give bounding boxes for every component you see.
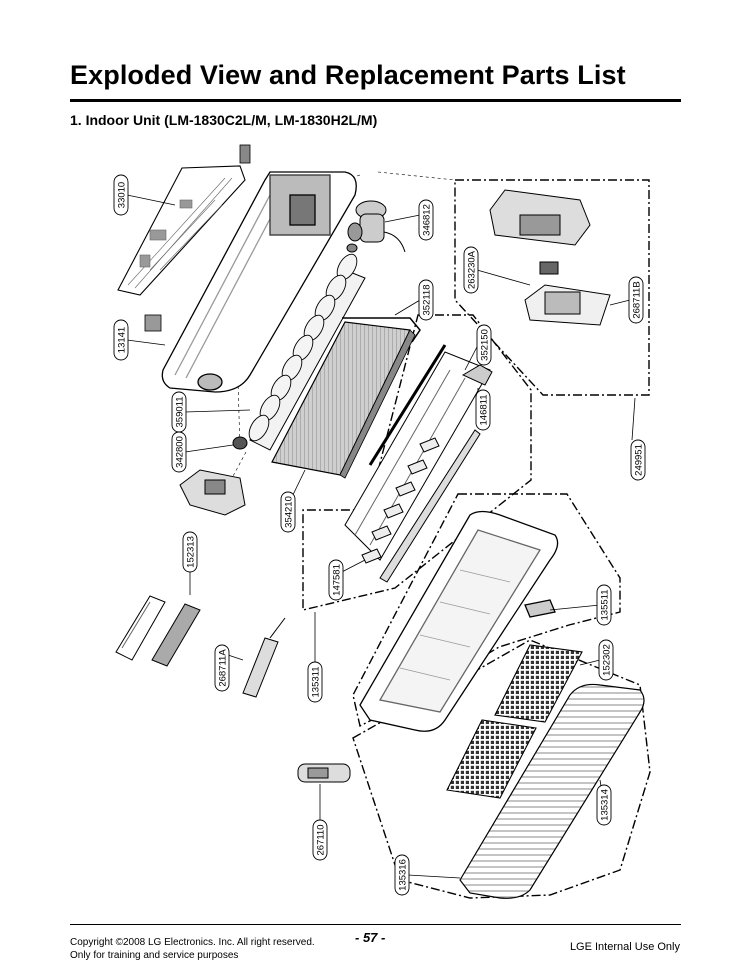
clip-13141: [144, 314, 162, 332]
part-label: 135314: [600, 789, 611, 821]
part-label: 135316: [398, 859, 409, 891]
callout-135311: 135311: [307, 661, 323, 703]
callout-263230a: 263230A: [463, 246, 479, 294]
part-label: 267110: [316, 825, 327, 856]
part-label: 13141: [117, 327, 128, 353]
copyright-notice: Copyright ©2008 LG Electronics. Inc. All…: [70, 936, 315, 962]
drain-pan-louver: [344, 344, 493, 583]
part-label: 263230A: [467, 250, 478, 289]
footer-rule: [70, 924, 681, 925]
callout-249951: 249951: [630, 439, 646, 481]
callout-352150: 352150: [476, 324, 492, 366]
title-rule: [70, 99, 681, 102]
callout-152302: 152302: [598, 639, 614, 681]
callout-268711a: 268711A: [214, 644, 230, 692]
section-subtitle: 1. Indoor Unit (LM-1830C2L/M, LM-1830H2L…: [70, 112, 378, 128]
callout-13141: 13141: [113, 319, 129, 361]
callout-352118: 352118: [418, 279, 434, 321]
callout-346812: 346812: [418, 199, 434, 241]
filter-holder: [115, 595, 201, 667]
electrical-box-group: [454, 179, 650, 396]
part-label: 147581: [332, 564, 343, 596]
remote-controller: [297, 763, 351, 783]
callout-152313: 152313: [182, 531, 198, 573]
part-label: 249951: [634, 444, 645, 476]
electrical-box: [489, 189, 611, 326]
side-cover: [179, 469, 246, 516]
small-bracket-top: [239, 144, 251, 164]
part-label: 346812: [422, 204, 433, 236]
callout-342800: 342800: [171, 431, 187, 473]
part-label: 135311: [311, 667, 322, 698]
front-panel: [359, 510, 559, 732]
part-label: 268711A: [218, 649, 229, 687]
part-label: 146811: [479, 395, 490, 426]
part-label: 135511: [600, 590, 611, 621]
part-label: 354210: [284, 496, 295, 528]
callout-267110: 267110: [312, 819, 328, 861]
copyright-line-2: Only for training and service purposes: [70, 950, 239, 961]
front-panel-group: [352, 493, 621, 728]
leader-lines: [126, 194, 636, 879]
cross-flow-fan: [232, 253, 366, 451]
part-label: 152302: [602, 644, 613, 676]
callout-135316: 135316: [394, 854, 410, 896]
part-label: 268711B: [632, 281, 643, 318]
part-label: 352150: [480, 329, 491, 361]
part-label: 352118: [422, 285, 433, 316]
fan-motor: [346, 200, 406, 253]
copyright-line-1: Copyright ©2008 LG Electronics. Inc. All…: [70, 937, 315, 948]
callout-146811: 146811: [475, 389, 491, 431]
callout-135314: 135314: [596, 784, 612, 826]
callout-268711b: 268711B: [628, 276, 644, 324]
display-pcb: [242, 617, 286, 698]
part-label: 359011: [175, 397, 186, 428]
air-filters: [446, 644, 583, 799]
part-label: 342800: [175, 436, 186, 468]
main-cabinet: [161, 171, 357, 393]
chassis-back-plate: [117, 165, 246, 296]
callout-354210: 354210: [280, 491, 296, 533]
part-label: 33010: [117, 182, 128, 208]
page-number: - 57 -: [355, 930, 386, 945]
callout-359011: 359011: [171, 391, 187, 433]
louver-assembly-group: [302, 314, 532, 611]
evaporator-coil: [271, 317, 421, 479]
part-label: 152313: [186, 536, 197, 568]
page-title: Exploded View and Replacement Parts List: [70, 60, 626, 90]
internal-use-notice: LGE Internal Use Only: [569, 941, 680, 953]
callout-147581: 147581: [328, 559, 344, 601]
callout-135511: 135511: [596, 584, 612, 626]
callout-33010: 33010: [113, 174, 129, 216]
part-callouts: 33010 13141 359011 342800 152313 268711A…: [113, 174, 646, 896]
front-grille: [459, 683, 645, 899]
